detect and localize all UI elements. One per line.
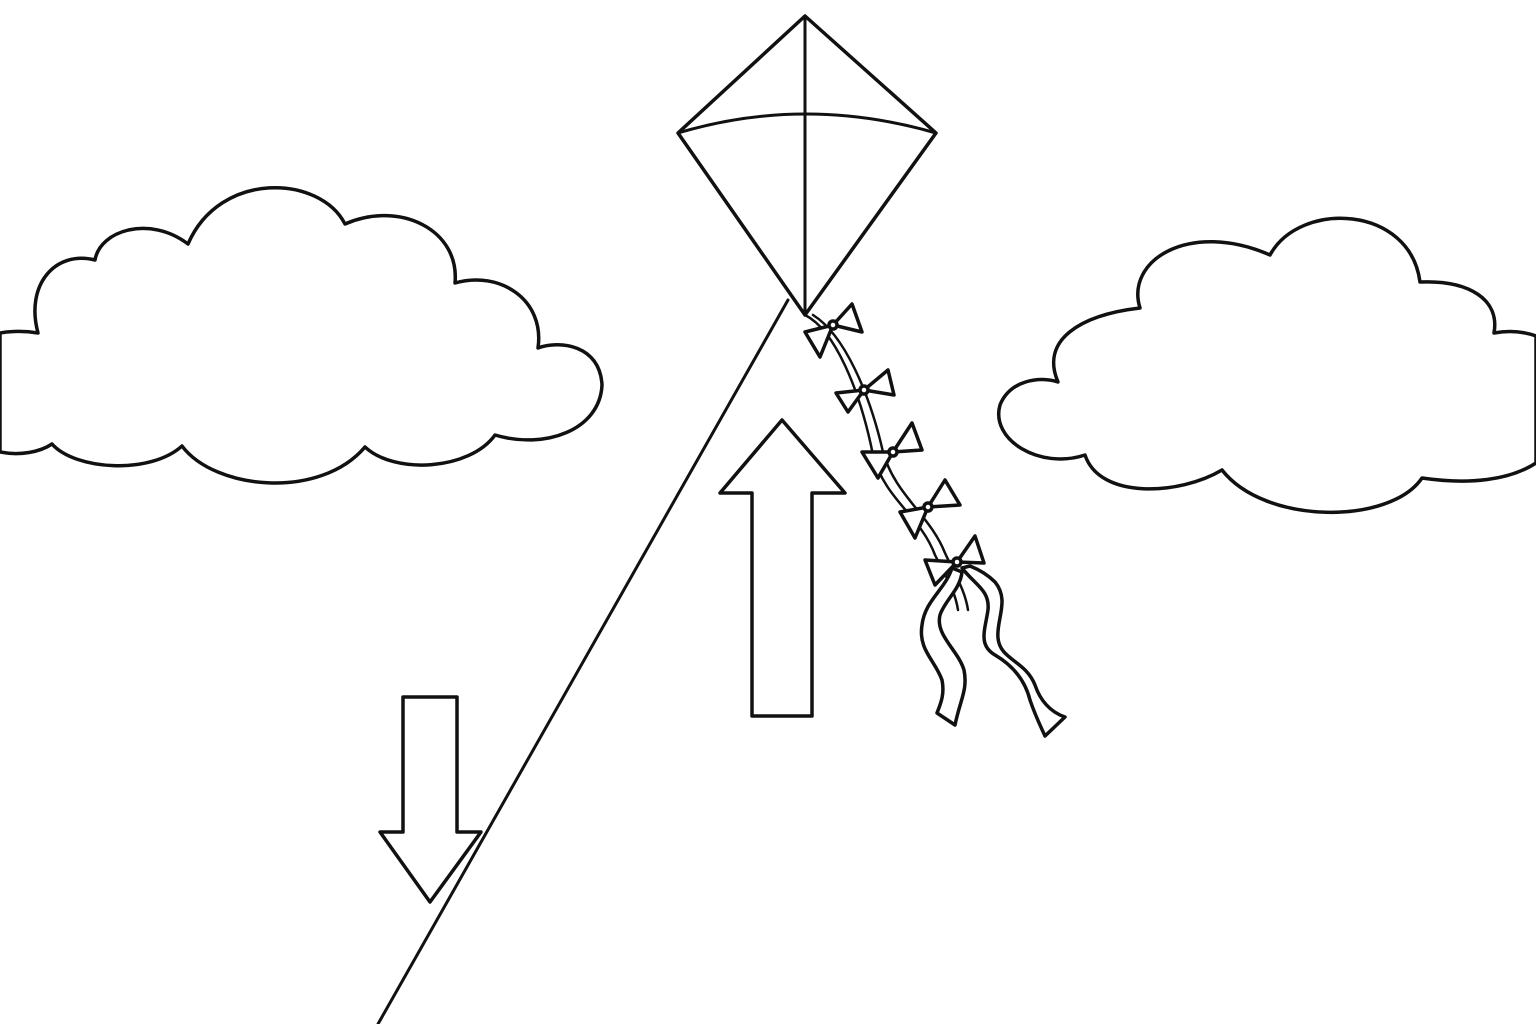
up-arrow	[718, 418, 847, 718]
tail-bow	[923, 534, 986, 587]
tail-bow	[898, 478, 962, 540]
kite-string	[376, 298, 790, 1024]
tail-bow	[860, 421, 924, 480]
tail-ribbon-left	[919, 566, 967, 727]
tail-bow	[834, 368, 896, 414]
kite-frame	[676, 14, 938, 317]
right-cloud	[996, 216, 1536, 514]
left-cloud	[0, 186, 604, 485]
tail-bow	[803, 302, 864, 359]
down-arrow	[378, 695, 483, 904]
kite-spar	[676, 112, 938, 135]
kite-tail	[803, 302, 1067, 738]
kite	[676, 14, 938, 317]
tail-ribbon-right	[960, 564, 1067, 738]
